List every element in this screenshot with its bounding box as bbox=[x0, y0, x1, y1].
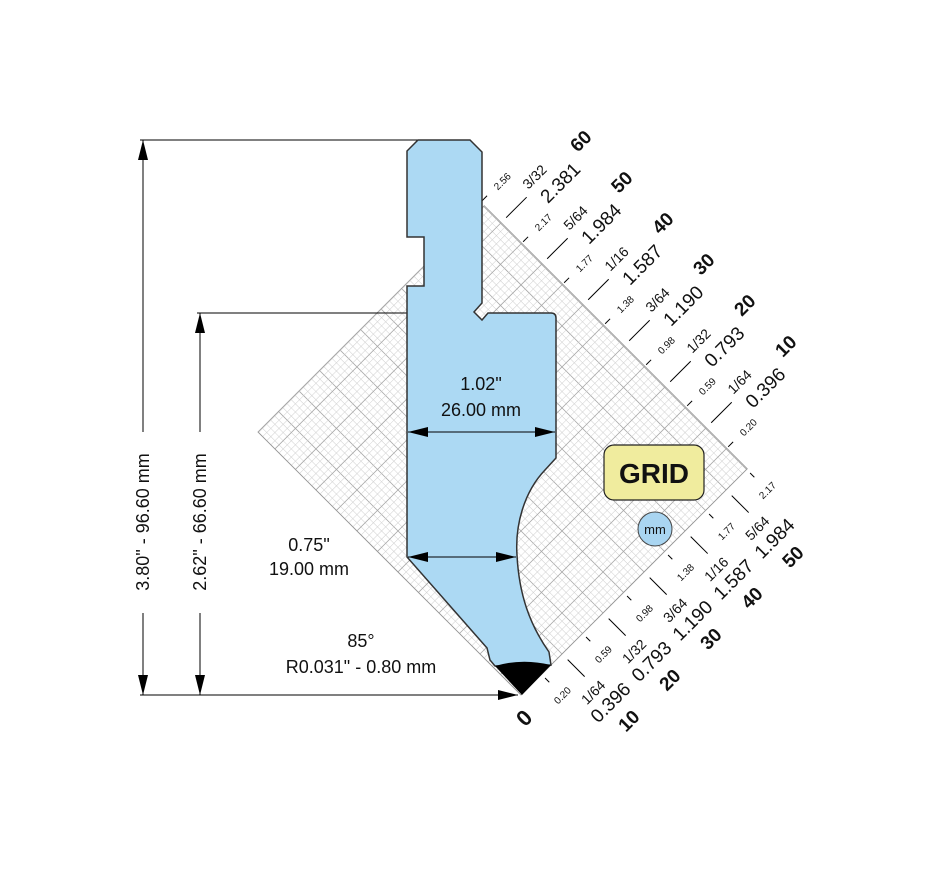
long-tick bbox=[567, 659, 585, 677]
decimal-label: 1.587 bbox=[619, 241, 667, 289]
grid-line bbox=[512, 460, 740, 687]
mm-label: 50 bbox=[779, 543, 809, 573]
inch-tick-label: 0.98 bbox=[634, 603, 656, 625]
grid-line bbox=[261, 427, 526, 692]
grid-toggle-button[interactable]: GRID bbox=[603, 444, 705, 501]
inch-tick-label: 1.77 bbox=[716, 521, 738, 543]
grid-line bbox=[466, 222, 731, 487]
decimal-label: 1.984 bbox=[578, 200, 627, 249]
inch-tick-label: 1.38 bbox=[675, 562, 697, 584]
short-tick bbox=[667, 554, 673, 560]
mm-label: 50 bbox=[608, 168, 638, 198]
body-width-inch: 1.02" bbox=[460, 374, 501, 394]
mm-label: 60 bbox=[567, 127, 597, 157]
long-tick bbox=[669, 360, 692, 383]
grid-line bbox=[479, 210, 743, 474]
long-tick bbox=[628, 319, 651, 342]
long-tick bbox=[731, 495, 750, 513]
mm-label: 40 bbox=[649, 209, 679, 239]
long-tick bbox=[690, 536, 709, 554]
short-tick bbox=[544, 677, 550, 683]
long-tick bbox=[649, 577, 668, 595]
short-tick bbox=[585, 636, 591, 642]
mm-label: 30 bbox=[697, 625, 727, 655]
unit-toggle-button[interactable]: mm bbox=[637, 511, 673, 547]
long-tick bbox=[608, 618, 627, 636]
mm-label: 30 bbox=[690, 250, 720, 280]
short-tick bbox=[749, 472, 755, 478]
mm-label: 40 bbox=[738, 584, 768, 614]
inch-tick-label: 1.77 bbox=[574, 253, 596, 275]
decimal-label: 0.396 bbox=[742, 364, 790, 412]
decimal-label: 2.381 bbox=[537, 159, 585, 207]
short-tick bbox=[727, 441, 734, 448]
tip-angle: 85° bbox=[347, 631, 374, 651]
short-tick bbox=[604, 318, 611, 325]
short-tick bbox=[522, 236, 529, 243]
decimal-label: 1.190 bbox=[660, 282, 708, 330]
mm-label: 20 bbox=[731, 291, 761, 321]
short-tick bbox=[708, 513, 714, 519]
inch-tick-label: 2.56 bbox=[492, 171, 514, 193]
inch-tick-label: 1.38 bbox=[615, 294, 637, 316]
shoulder-height-label: 2.62" - 66.60 mm bbox=[190, 453, 210, 590]
inch-tick-label: 2.17 bbox=[757, 480, 779, 502]
short-tick bbox=[563, 277, 570, 284]
body-width-mm: 26.00 mm bbox=[441, 400, 521, 420]
long-tick bbox=[587, 278, 610, 301]
long-tick bbox=[546, 237, 569, 260]
long-tick bbox=[710, 401, 733, 424]
grid-line bbox=[475, 214, 739, 478]
grid-line bbox=[471, 218, 735, 482]
short-tick bbox=[626, 595, 632, 601]
mm-label: 20 bbox=[656, 666, 686, 696]
tip-radius: R0.031" - 0.80 mm bbox=[286, 657, 436, 677]
long-tick bbox=[505, 196, 528, 219]
short-tick bbox=[645, 359, 652, 366]
inch-tick-label: 0.20 bbox=[552, 685, 574, 707]
short-tick bbox=[686, 400, 693, 407]
grid-border bbox=[257, 205, 748, 696]
unit-button-label: mm bbox=[644, 522, 666, 537]
inch-tick-label: 2.17 bbox=[533, 212, 555, 234]
mm-label: 10 bbox=[615, 707, 645, 737]
punch-tip bbox=[495, 661, 551, 695]
grid-button-label: GRID bbox=[619, 458, 689, 489]
overall-height-label: 3.80" - 96.60 mm bbox=[133, 453, 153, 590]
inch-tick-label: 0.59 bbox=[697, 376, 719, 398]
inch-tick-label: 0.98 bbox=[656, 335, 678, 357]
measurement-grid: 0.200.590.981.381.772.171/640.396101/320… bbox=[257, 127, 809, 737]
overall-height-dimension: 3.80" - 96.60 mm bbox=[133, 139, 518, 700]
grid-line bbox=[516, 464, 744, 692]
neck-width-inch: 0.75" bbox=[288, 535, 329, 555]
inch-tick-label: 0.20 bbox=[738, 417, 760, 439]
inch-tick-label: 0.59 bbox=[593, 644, 615, 666]
decimal-label: 0.793 bbox=[701, 323, 749, 371]
mm-label: 10 bbox=[772, 332, 802, 362]
short-tick bbox=[481, 195, 488, 202]
origin-label: 0 bbox=[511, 705, 537, 731]
grid-line bbox=[483, 206, 747, 470]
shoulder-height-dimension: 2.62" - 66.60 mm bbox=[190, 312, 407, 695]
neck-width-mm: 19.00 mm bbox=[269, 559, 349, 579]
